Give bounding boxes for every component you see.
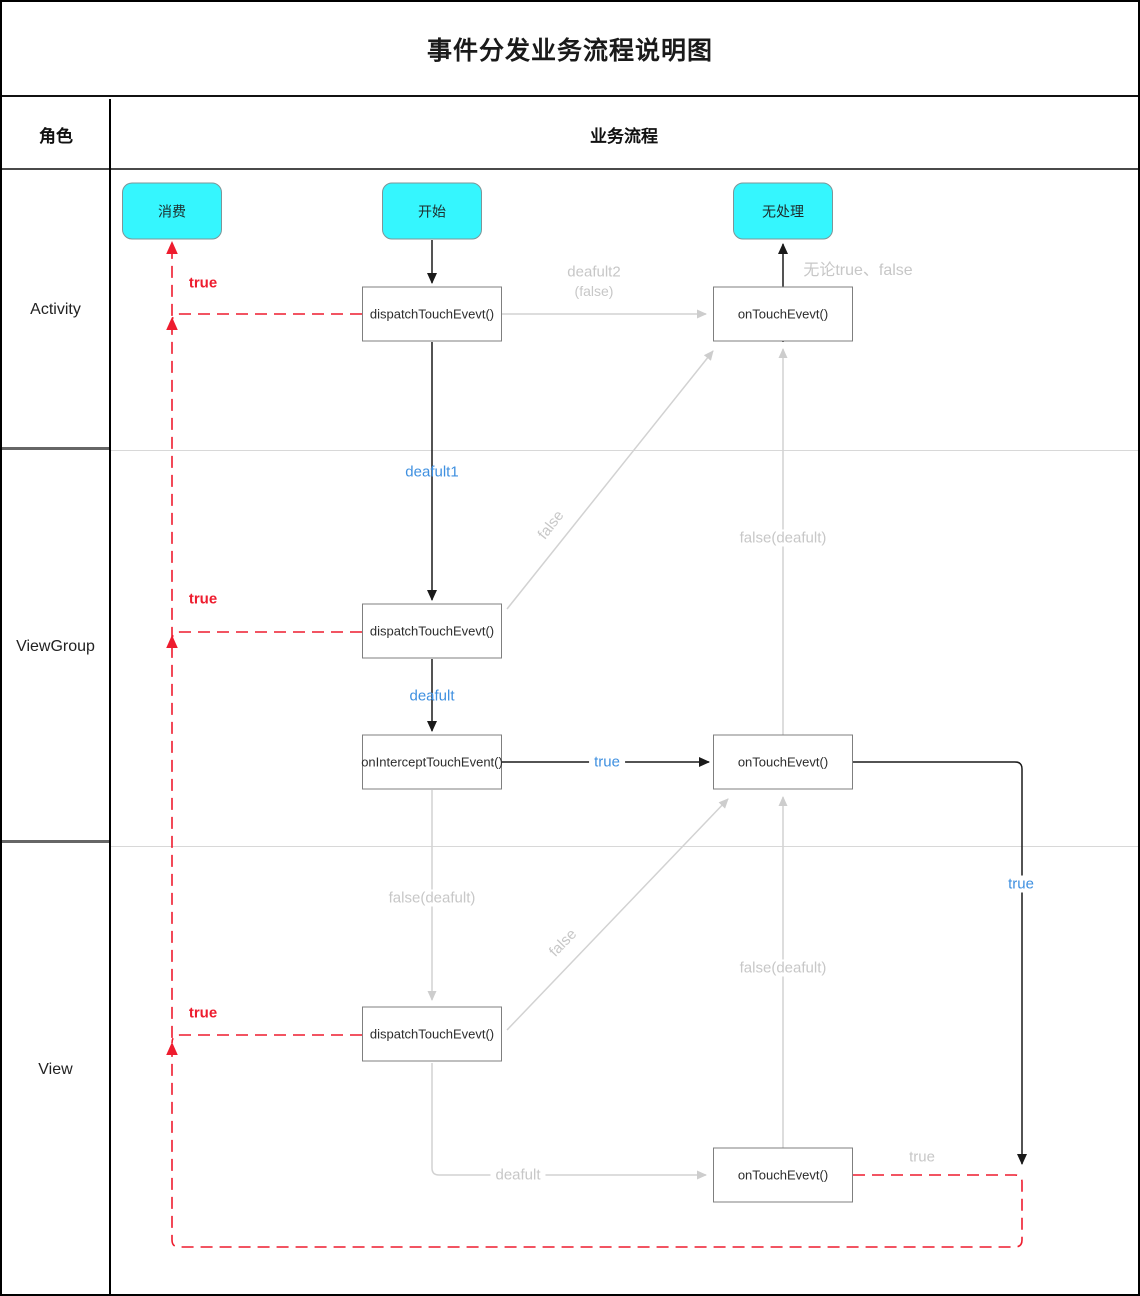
- lane-label-view: View: [2, 846, 109, 1294]
- edge-label-deafult-ontouch-view: deafult: [490, 1166, 546, 1184]
- edge-label-no-matter-result: 无论true、false: [803, 262, 913, 279]
- node-on-touch-event-viewgroup: onTouchEvevt(): [713, 734, 853, 790]
- edge-label-deafult2: deafult2: [567, 263, 621, 281]
- terminal-consume: 消费: [122, 182, 222, 240]
- edge-label-true-bottom: true: [909, 1148, 935, 1166]
- node-dispatch-touch-event-activity: dispatchTouchEvevt(): [362, 286, 502, 342]
- edge-label-deafult1: deafult1: [405, 463, 459, 481]
- edge-label-false-deafult-view-up: false(deafult): [734, 959, 832, 977]
- lane-label-activity: Activity: [2, 172, 109, 450]
- edge-label-true-viewgroup: true: [188, 590, 218, 608]
- node-on-intercept-touch-event-viewgroup: onInterceptTouchEvent(): [361, 734, 503, 790]
- lane-divider-viewgroup-view: [111, 846, 1138, 847]
- role-column-border: [109, 99, 111, 1294]
- edge-label-true-view: true: [188, 1004, 218, 1022]
- node-dispatch-touch-event-viewgroup: dispatchTouchEvevt(): [362, 603, 502, 659]
- node-on-touch-event-view: onTouchEvevt(): [713, 1147, 853, 1203]
- title-row: 事件分发业务流程说明图: [2, 2, 1138, 97]
- edge-label-deafult2-false: (false): [574, 283, 614, 299]
- lane-divider-activity-viewgroup: [111, 450, 1138, 451]
- edge-label-true-intercept: true: [589, 753, 625, 771]
- edge-label-false-deafult-viewgroup-up: false(deafult): [734, 529, 832, 547]
- edge-label-deafult-intercept: deafult: [409, 687, 455, 705]
- edge-label-false-deafult-to-view: false(deafult): [383, 889, 481, 907]
- edge-label-true-right: true: [1003, 875, 1039, 893]
- terminal-no-handle: 无处理: [733, 182, 833, 240]
- page-title: 事件分发业务流程说明图: [426, 36, 713, 65]
- header-row: 角色 业务流程: [2, 99, 1138, 170]
- lane-label-viewgroup: ViewGroup: [2, 453, 109, 843]
- node-dispatch-touch-event-view: dispatchTouchEvevt(): [362, 1006, 502, 1062]
- edge-label-true-activity: true: [188, 274, 218, 292]
- header-flow-cell: 业务流程: [590, 127, 658, 146]
- node-on-touch-event-activity: onTouchEvevt(): [713, 286, 853, 342]
- header-role-cell: 角色: [39, 127, 73, 146]
- terminal-start: 开始: [382, 182, 482, 240]
